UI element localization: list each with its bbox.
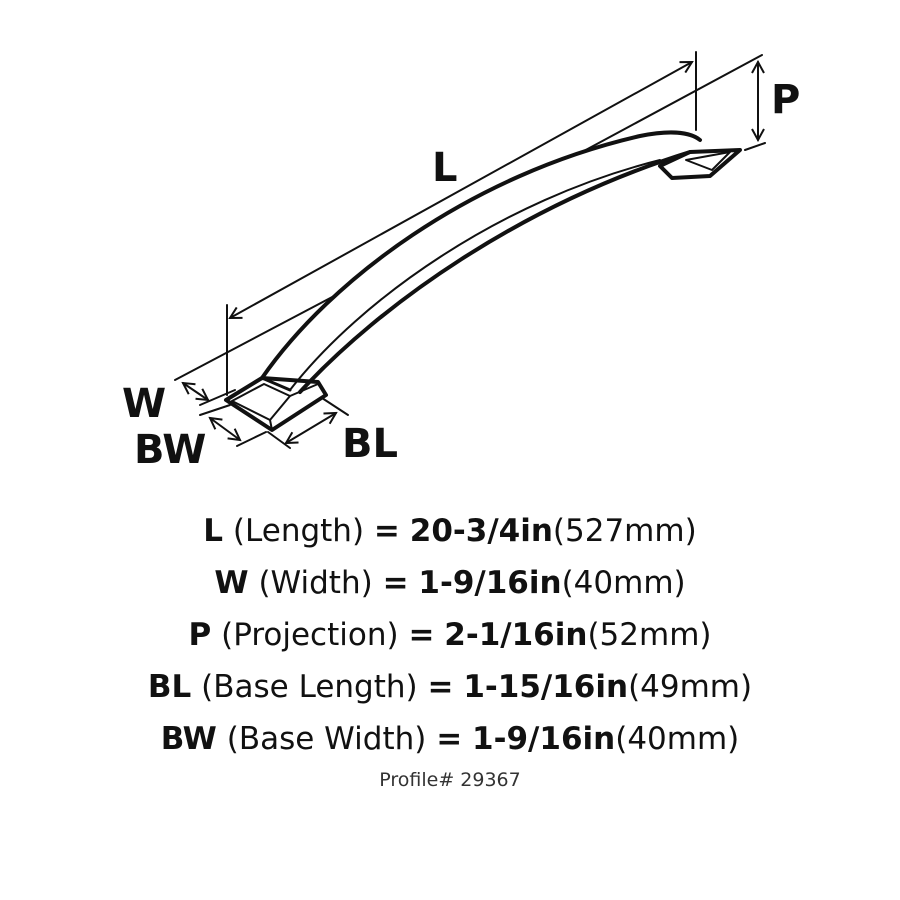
spec-name: (Base Length) — [201, 669, 418, 705]
spec-base-length: BL (Base Length) = 1-15/16in(49mm) — [0, 661, 900, 713]
profile-number: Profile# 29367 — [379, 769, 521, 791]
spec-name: (Projection) — [221, 617, 399, 653]
spec-equals: = — [427, 669, 454, 705]
length-dimension-line — [230, 62, 692, 318]
width-label: W — [122, 381, 167, 427]
spec-inch-value: 2-1/16in — [444, 617, 588, 653]
base-width-label: BW — [134, 427, 207, 473]
spec-length: L (Length) = 20-3/4in(527mm) — [0, 505, 900, 557]
spec-name: (Base Width) — [226, 721, 427, 757]
spec-mm-value: (49mm) — [628, 669, 753, 705]
spec-name: (Length) — [232, 513, 365, 549]
spec-code: BL — [147, 669, 192, 705]
spec-inch-value: 1-9/16in — [472, 721, 616, 757]
spec-inch-value: 1-9/16in — [418, 565, 562, 601]
spec-code: BW — [160, 721, 217, 757]
spec-equals: = — [408, 617, 435, 653]
dimension-specs: L (Length) = 20-3/4in(527mm) W (Width) =… — [0, 505, 900, 791]
base-length-label: BL — [342, 421, 398, 467]
length-label: L — [432, 145, 458, 191]
spec-code: W — [214, 565, 249, 601]
spec-mm-value: (40mm) — [615, 721, 740, 757]
spec-inch-value: 1-15/16in — [463, 669, 629, 705]
projection-label: P — [771, 77, 801, 123]
spec-projection: P (Projection) = 2-1/16in(52mm) — [0, 609, 900, 661]
spec-mm-value: (527mm) — [552, 513, 697, 549]
spec-equals: = — [436, 721, 463, 757]
spec-name: (Width) — [258, 565, 373, 601]
handle-dimension-drawing: L P W BW BL — [122, 51, 801, 473]
spec-mm-value: (40mm) — [561, 565, 686, 601]
spec-code: P — [188, 617, 212, 653]
handle-illustration — [174, 51, 766, 449]
spec-inch-value: 20-3/4in — [409, 513, 553, 549]
spec-equals: = — [373, 513, 400, 549]
spec-mm-value: (52mm) — [587, 617, 712, 653]
spec-code: L — [203, 513, 224, 549]
spec-base-width: BW (Base Width) = 1-9/16in(40mm) — [0, 713, 900, 765]
spec-equals: = — [382, 565, 409, 601]
spec-width: W (Width) = 1-9/16in(40mm) — [0, 557, 900, 609]
